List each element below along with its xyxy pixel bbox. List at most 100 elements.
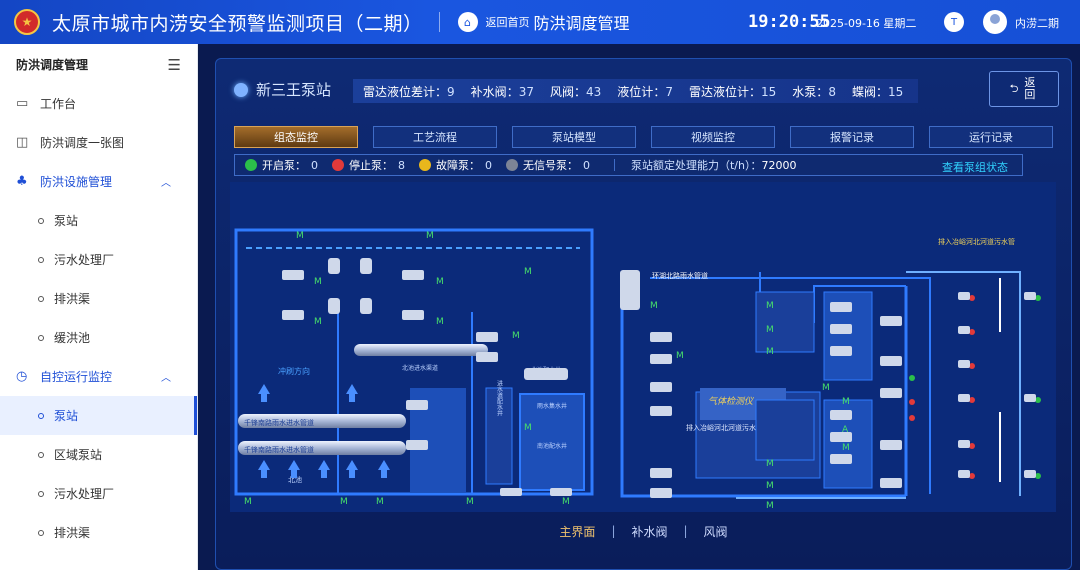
sidebar-item-label: 排洪渠 bbox=[54, 292, 91, 306]
sidebar-item-area-pump[interactable]: 区域泵站 bbox=[0, 435, 197, 474]
metric-item: 雷达液位计：15 bbox=[688, 84, 777, 99]
sidebar-item-pump-station-monitor[interactable]: 泵站 bbox=[0, 396, 197, 435]
status-fault: 故障泵：0 bbox=[419, 157, 492, 173]
tab-process-flow[interactable]: 工艺流程 bbox=[373, 126, 497, 148]
emblem-icon: ★ bbox=[14, 9, 40, 35]
motor-icon bbox=[282, 310, 304, 320]
svg-text:M: M bbox=[436, 317, 444, 327]
motor-icon bbox=[524, 368, 568, 380]
sidebar-item-drain-channel[interactable]: 排洪渠 bbox=[0, 279, 197, 318]
link-air-valve[interactable]: 风阀 bbox=[703, 524, 728, 539]
motor-units bbox=[282, 258, 572, 496]
sidebar-item-sewage-plant[interactable]: 污水处理厂 bbox=[0, 240, 197, 279]
nav-divider: | bbox=[683, 524, 688, 538]
metric-item: 雷达液位差计：9 bbox=[363, 84, 455, 99]
scada-diagram: 北池进水渠道 千锋南路雨水进水管道 千锋南路雨水进水管道 冲刷方向 北池 南池 bbox=[230, 182, 1056, 512]
motor-icon bbox=[402, 270, 424, 280]
sidebar-item-pump-station[interactable]: 泵站 bbox=[0, 201, 197, 240]
home-label: 返回首页 bbox=[485, 16, 530, 29]
pump-icon bbox=[830, 302, 852, 312]
sidebar-item-buffer-pool[interactable]: 缓洪池 bbox=[0, 318, 197, 357]
pump-icon bbox=[830, 432, 852, 442]
motor-icon bbox=[360, 298, 372, 314]
link-makeup-valve[interactable]: 补水阀 bbox=[631, 524, 668, 539]
pump-icon bbox=[880, 478, 902, 488]
status-running: 开启泵：0 bbox=[245, 157, 318, 173]
svg-text:M: M bbox=[524, 423, 532, 433]
sidebar-item-flood-map[interactable]: ◫ 防洪调度一张图 bbox=[0, 123, 197, 162]
user-name[interactable]: 内涝二期 bbox=[1015, 17, 1059, 30]
clock-date: 2025-09-16 星期二 bbox=[816, 17, 917, 30]
back-label: 返回 bbox=[1024, 76, 1036, 101]
sidebar-item-auto-monitor[interactable]: ◷ 自控运行监控 ︿ bbox=[0, 357, 197, 396]
status-no-signal: 无信号泵：0 bbox=[506, 157, 590, 173]
sidebar-item-facility-mgmt[interactable]: ♣ 防洪设施管理 ︿ bbox=[0, 162, 197, 201]
tab-config-monitor[interactable]: 组态监控 bbox=[234, 126, 358, 148]
grid-well bbox=[755, 291, 815, 353]
motor-icon bbox=[282, 270, 304, 280]
pump-status-link[interactable]: 查看泵组状态 bbox=[942, 161, 1008, 174]
bullet-icon bbox=[38, 490, 44, 497]
sidebar-item-sewage-plant-monitor[interactable]: 污水处理厂 bbox=[0, 474, 197, 513]
status-divider bbox=[614, 159, 615, 171]
link-main[interactable]: 主界面 bbox=[559, 524, 596, 539]
sidebar-item-workbench[interactable]: ▭ 工作台 bbox=[0, 84, 197, 123]
svg-text:M: M bbox=[676, 351, 684, 361]
pump-icon bbox=[650, 332, 672, 342]
pool-outline bbox=[234, 228, 594, 496]
tab-run-log[interactable]: 运行记录 bbox=[929, 126, 1053, 148]
status-dot-icon bbox=[245, 159, 257, 171]
svg-text:M: M bbox=[524, 267, 532, 277]
menu-collapse-icon[interactable]: ☰ bbox=[167, 56, 181, 74]
motor-icon bbox=[328, 298, 340, 314]
svg-text:M: M bbox=[766, 325, 774, 335]
motor-icon bbox=[406, 440, 428, 450]
gas-detector-label: 气体检测仪 bbox=[708, 396, 754, 407]
north-channel-pipe bbox=[354, 344, 488, 356]
svg-text:M: M bbox=[842, 443, 850, 453]
station-name: 新三王泵站 bbox=[256, 81, 332, 99]
bullet-icon bbox=[38, 334, 44, 341]
pipe-route bbox=[620, 272, 906, 498]
pump-icon bbox=[830, 324, 852, 334]
pump-icon bbox=[650, 488, 672, 498]
valve-indicators bbox=[909, 295, 1041, 479]
back-button[interactable]: ⮌ 返回 bbox=[989, 71, 1059, 107]
tab-video[interactable]: 视频监控 bbox=[651, 126, 775, 148]
pump-icon bbox=[650, 382, 672, 392]
tab-bar: 组态监控 工艺流程 泵站模型 视频监控 报警记录 运行记录 bbox=[234, 126, 1054, 148]
svg-text:M: M bbox=[466, 497, 474, 507]
tab-station-model[interactable]: 泵站模型 bbox=[512, 126, 636, 148]
motor-icon bbox=[476, 332, 498, 342]
bullet-icon bbox=[38, 217, 44, 224]
sidebar-item-drain-channel-monitor[interactable]: 排洪渠 bbox=[0, 513, 197, 552]
tank-icon bbox=[620, 270, 640, 310]
bullet-icon bbox=[38, 451, 44, 458]
network-icon: ♣ bbox=[16, 174, 28, 189]
clock-time: 19:20:55 bbox=[748, 12, 830, 32]
right-system bbox=[620, 271, 1021, 498]
svg-text:M: M bbox=[766, 481, 774, 491]
svg-text:M: M bbox=[512, 331, 520, 341]
svg-text:M: M bbox=[244, 497, 252, 507]
pump-icon bbox=[880, 356, 902, 366]
header-divider bbox=[438, 12, 440, 32]
svg-text:M: M bbox=[766, 501, 774, 511]
theme-icon[interactable]: T bbox=[944, 12, 964, 32]
sidebar-item-label: 泵站 bbox=[54, 214, 79, 228]
south-dist-label: 南池配水井 bbox=[537, 442, 567, 450]
svg-text:M: M bbox=[426, 231, 434, 241]
motor-icon bbox=[406, 400, 428, 410]
ring-road-label: 环湖北路雨水管道 bbox=[652, 271, 708, 280]
inlet-pipe-b bbox=[238, 441, 406, 455]
home-button[interactable]: ⌂ 返回首页 bbox=[457, 12, 530, 32]
avatar[interactable] bbox=[983, 10, 1007, 34]
sidebar: 防洪调度管理 ☰ ▭ 工作台 ◫ 防洪调度一张图 ♣ 防洪设施管理 ︿ 泵站 污… bbox=[0, 44, 198, 570]
nav-divider: | bbox=[611, 524, 616, 538]
right-pipes bbox=[736, 278, 1001, 499]
svg-text:M: M bbox=[766, 347, 774, 357]
sidebar-item-label: 污水处理厂 bbox=[54, 253, 115, 267]
tab-alarms[interactable]: 报警记录 bbox=[790, 126, 914, 148]
home-icon: ⌂ bbox=[457, 12, 478, 32]
